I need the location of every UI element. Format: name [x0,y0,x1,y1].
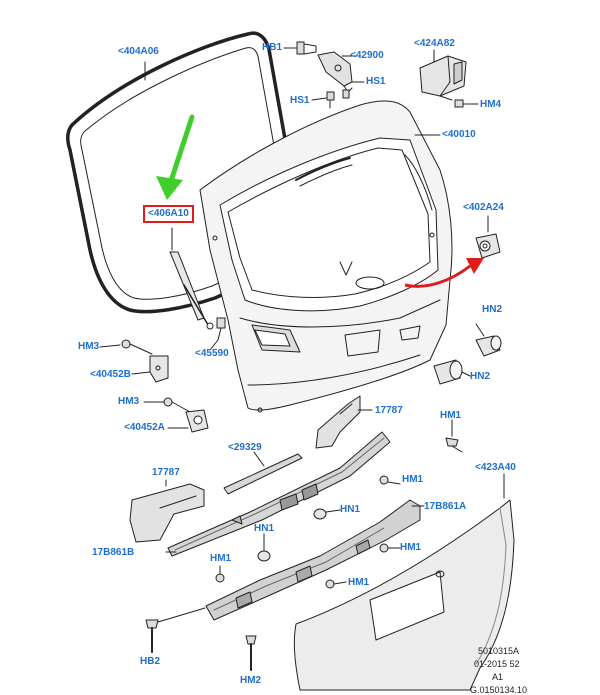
label-hm1-a: HM1 [440,410,462,421]
garnish-panel [293,473,515,691]
label-17B861B: 17B861B [92,547,135,558]
label-hb2: HB2 [140,656,161,667]
label-423A40: <423A40 [475,462,516,473]
label-hm2: HM2 [240,675,262,686]
rubber-stops [433,323,502,385]
label-45590: <45590 [195,348,229,359]
green-pointer-arrow [156,114,195,200]
label-40452B: <40452B [90,369,131,380]
label-40452A: <40452A [124,422,165,433]
label-hn2-lower: HN2 [470,371,491,382]
label-hm1-c: HM1 [400,542,422,553]
label-hn1-left: HN1 [254,523,275,534]
hinge-fasteners [283,41,365,109]
label-hs1-left: HS1 [290,95,310,106]
label-hn1-right: HN1 [340,504,361,515]
label-402A24: <402A24 [463,202,504,213]
label-hm1-d: HM1 [210,553,232,564]
label-hs1-right: HS1 [366,76,386,87]
trim-strip [223,451,303,495]
clips [215,419,463,589]
striker-parts-left [99,317,226,383]
label-17787-left: 17787 [152,467,180,478]
hinge [419,49,479,108]
label-404A06: <404A06 [118,46,159,57]
reinforcement-rail-upper [167,431,391,557]
trim-panel-left [129,479,205,543]
label-hn2-upper: HN2 [482,304,503,315]
label-40010: <40010 [442,129,476,140]
bump-stop [475,215,501,259]
label-hm3-lower: HM3 [118,396,140,407]
label-hm1-e: HM1 [348,577,370,588]
striker-parts-lower [143,397,209,433]
reference-rev: A1 [492,672,504,682]
reference-code: 5010315A [478,646,520,656]
label-42900: <42900 [350,50,384,61]
gas-strut [169,227,214,330]
reference-date: 01-2015 52 [474,659,520,669]
label-29329: <29329 [228,442,262,453]
highlight-callout-406A10: <406A10 [143,205,194,223]
trim-panel-right [315,395,373,449]
label-hm4: HM4 [480,99,502,110]
label-17B861A: 17B861A [424,501,467,512]
label-424A82: <424A82 [414,38,455,49]
reinforcement-rail-lower [165,499,425,621]
reference-drawing-number: G.0150134.10 [470,685,528,695]
bottom-bolts [145,607,257,671]
label-hb1: HB1 [262,42,283,53]
liftgate-panel [199,100,453,413]
label-17787-right: 17787 [375,405,403,416]
label-hm1-b: HM1 [402,474,424,485]
red-direction-arrow [404,258,484,288]
label-hm3-upper: HM3 [78,341,100,352]
